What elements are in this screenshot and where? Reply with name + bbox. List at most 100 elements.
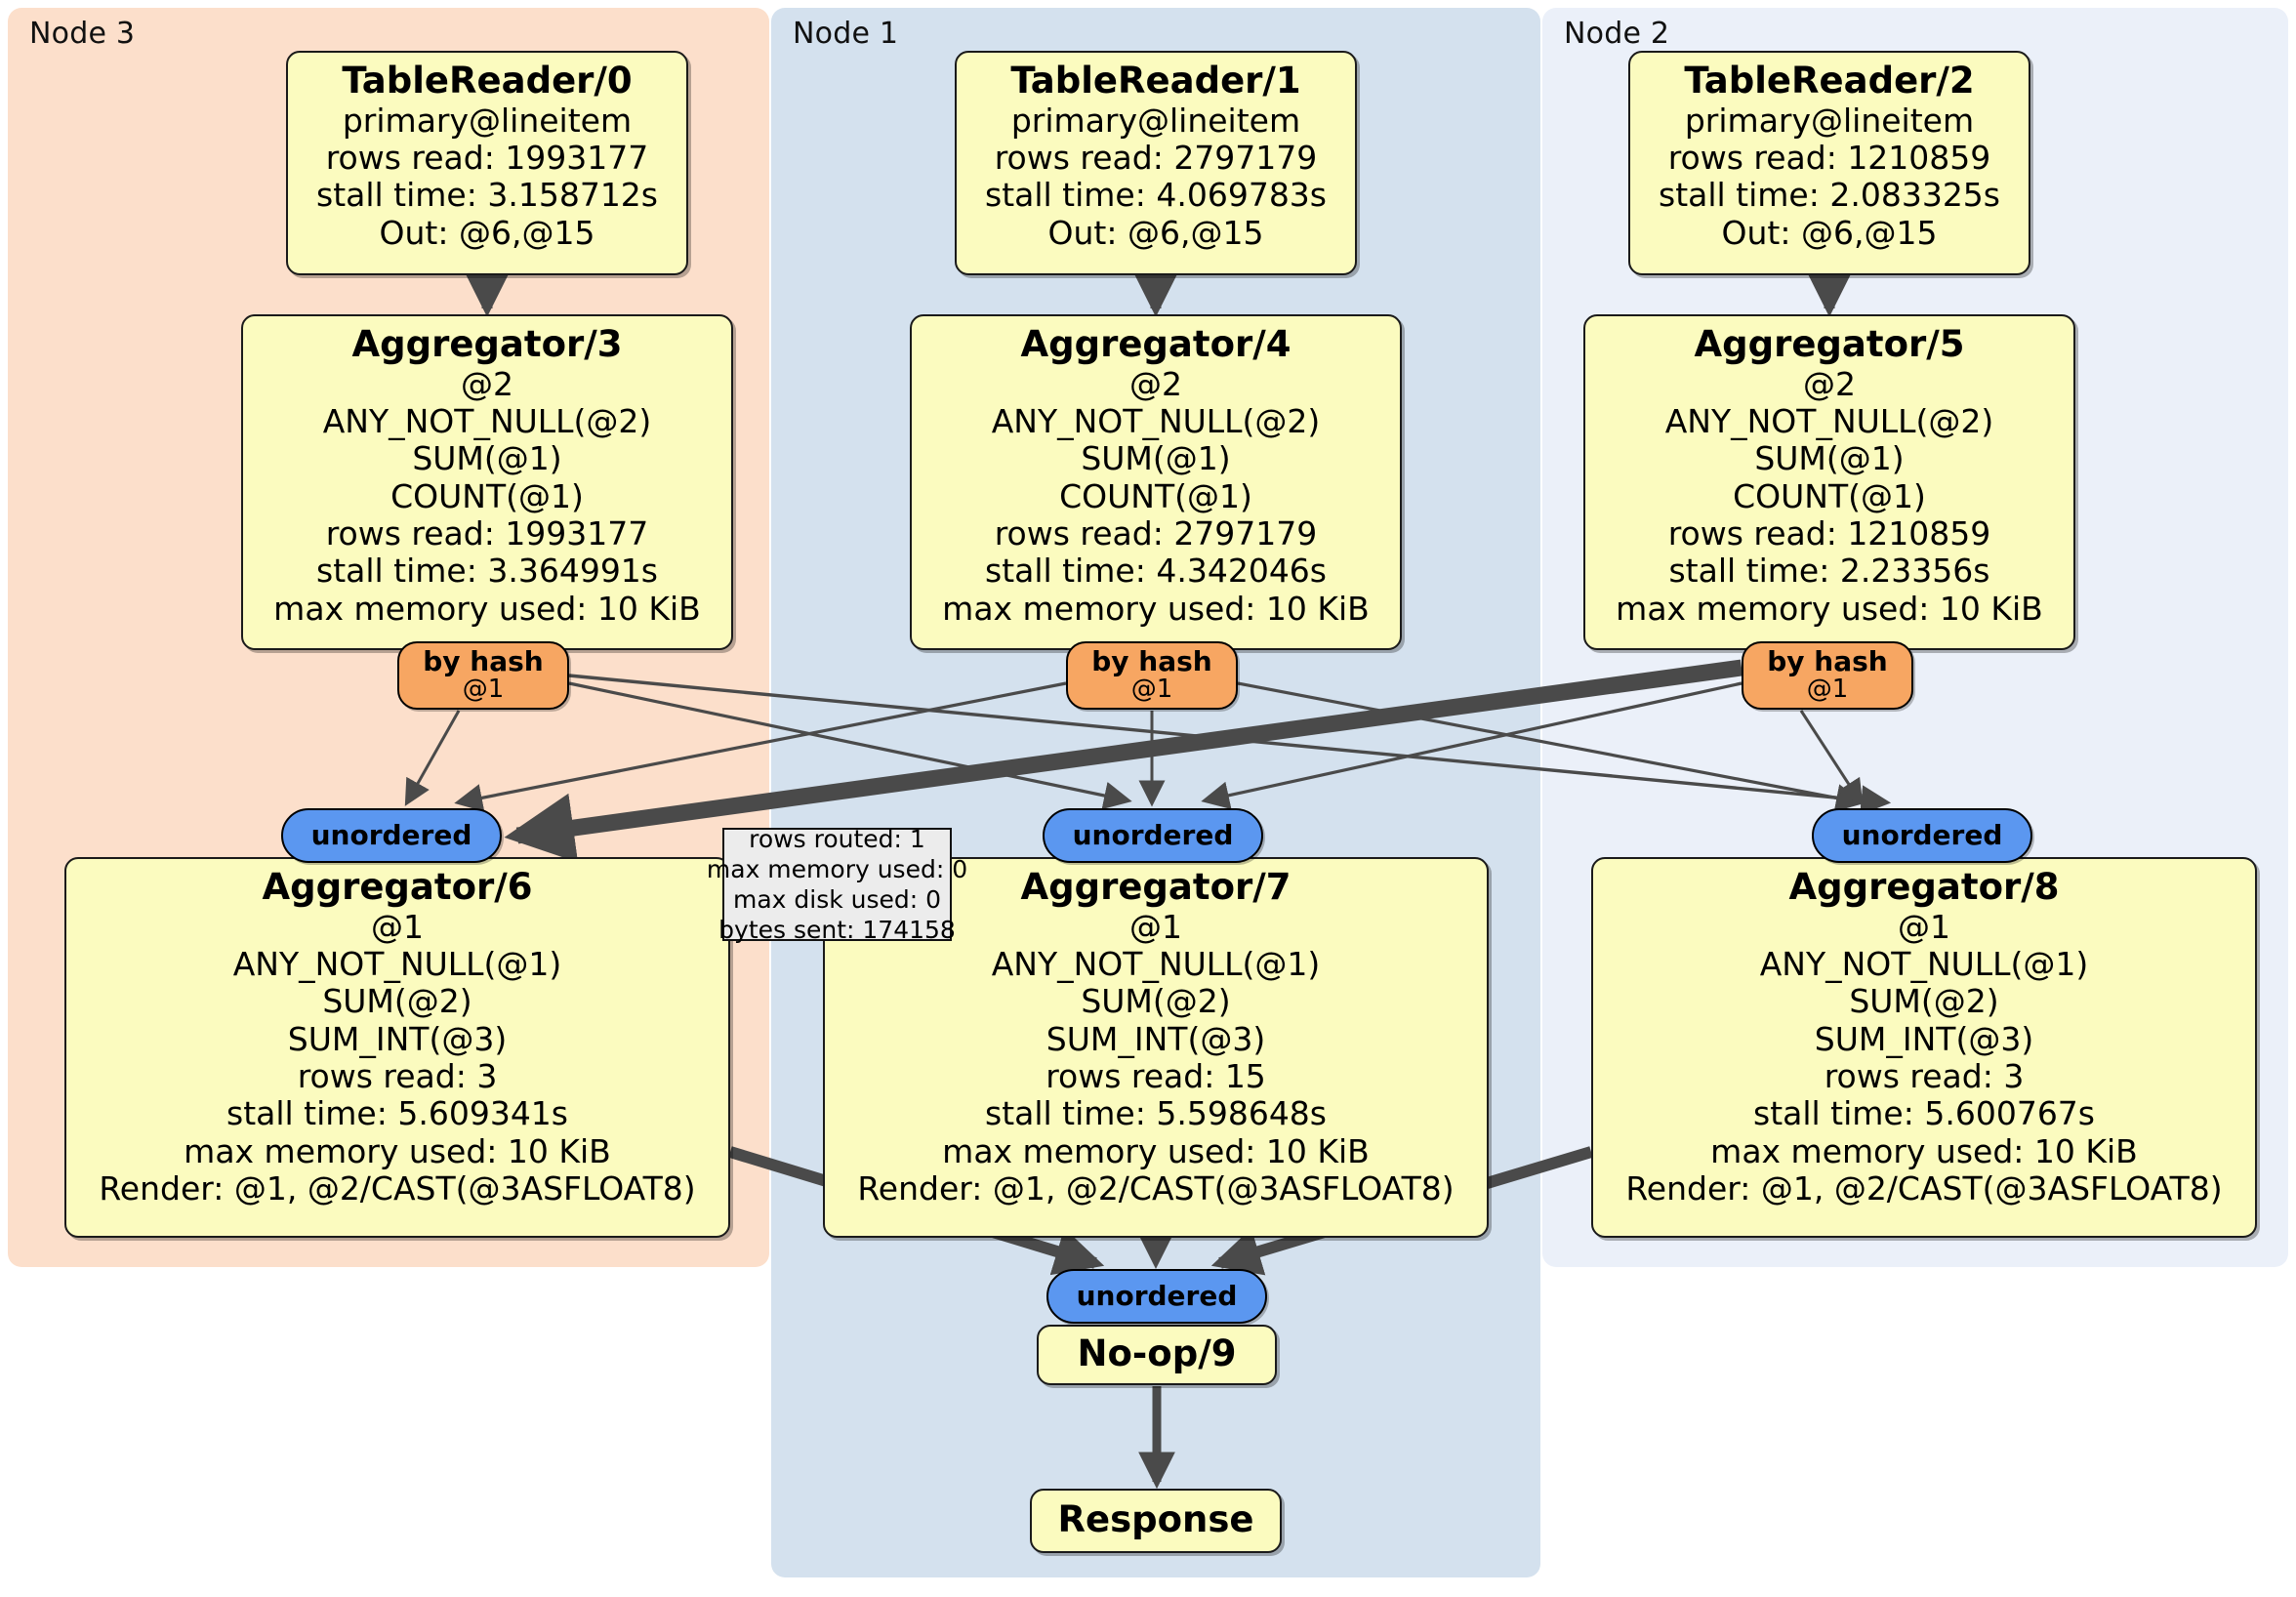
- operator-detail-line: Render: @1, @2/CAST(@3ASFLOAT8): [1625, 1168, 2223, 1208]
- operator-detail-line: max memory used: 10 KiB: [1710, 1131, 2138, 1170]
- operator-detail-line: primary@lineitem: [1684, 101, 1975, 140]
- operator-title: Aggregator/4: [1020, 323, 1292, 365]
- operator-detail-line: @1: [1898, 907, 1950, 946]
- operator-detail-line: rows read: 3: [297, 1056, 498, 1095]
- operator-detail-line: @1: [1129, 907, 1182, 946]
- operator-title: No-op/9: [1077, 1331, 1237, 1374]
- operator-detail-line: rows read: 1993177: [325, 139, 649, 178]
- operator-detail-line: SUM_INT(@3): [1046, 1019, 1266, 1058]
- router-label: unordered: [1072, 819, 1234, 852]
- operator-node-response[interactable]: Response: [1030, 1489, 1282, 1553]
- operator-title: TableReader/1: [1010, 60, 1301, 102]
- operator-detail-line: ANY_NOT_NULL(@1): [991, 945, 1321, 984]
- router-label: unordered: [1841, 819, 2003, 852]
- operator-detail-line: Render: @1, @2/CAST(@3ASFLOAT8): [857, 1168, 1455, 1208]
- operator-detail-line: COUNT(@1): [1059, 476, 1252, 515]
- operator-detail-line: rows read: 1210859: [1667, 139, 1991, 178]
- operator-detail-line: stall time: 2.083325s: [1659, 176, 2000, 215]
- router-unordered-8[interactable]: unordered: [1812, 808, 2032, 863]
- router-unordered-6[interactable]: unordered: [281, 808, 502, 863]
- operator-title: Aggregator/6: [262, 866, 533, 908]
- router-unordered-7[interactable]: unordered: [1043, 808, 1263, 863]
- operator-detail-line: SUM(@1): [1081, 439, 1231, 478]
- operator-detail-line: primary@lineitem: [1010, 101, 1301, 140]
- operator-detail-line: ANY_NOT_NULL(@1): [1759, 945, 2089, 984]
- operator-title: Aggregator/7: [1020, 866, 1292, 908]
- operator-detail-line: SUM(@1): [1754, 439, 1905, 478]
- operator-detail-line: max memory used: 10 KiB: [942, 589, 1370, 628]
- router-hash-3[interactable]: by hash@1: [397, 641, 569, 710]
- operator-detail-line: ANY_NOT_NULL(@2): [322, 402, 652, 441]
- operator-detail-line: @1: [371, 907, 424, 946]
- operator-detail-line: primary@lineitem: [342, 101, 633, 140]
- operator-title: TableReader/0: [342, 60, 633, 102]
- router-sublabel: @1: [1130, 675, 1173, 705]
- operator-detail-line: rows read: 15: [1046, 1056, 1266, 1095]
- router-label: by hash: [423, 645, 544, 677]
- router-label: unordered: [310, 819, 472, 852]
- operator-detail-line: stall time: 4.342046s: [985, 552, 1327, 591]
- operator-detail-line: SUM(@2): [1849, 982, 1999, 1021]
- operator-detail-line: stall time: 5.598648s: [985, 1094, 1327, 1133]
- operator-detail-line: rows read: 1993177: [325, 513, 649, 553]
- operator-detail-line: @2: [1129, 364, 1182, 403]
- operator-detail-line: ANY_NOT_NULL(@2): [1664, 402, 1994, 441]
- operator-detail-line: Out: @6,@15: [379, 213, 595, 252]
- stream-stat-line: bytes sent: 174158: [718, 916, 956, 945]
- operator-detail-line: Render: @1, @2/CAST(@3ASFLOAT8): [99, 1168, 696, 1208]
- operator-detail-line: rows read: 2797179: [994, 513, 1318, 553]
- operator-detail-line: SUM(@1): [412, 439, 562, 478]
- operator-detail-line: SUM_INT(@3): [1814, 1019, 2034, 1058]
- cluster-label-node3: Node 3: [29, 17, 136, 51]
- operator-title: Response: [1057, 1497, 1254, 1540]
- operator-detail-line: stall time: 3.158712s: [316, 176, 658, 215]
- operator-detail-line: ANY_NOT_NULL(@1): [232, 945, 562, 984]
- operator-detail-line: stall time: 3.364991s: [316, 552, 658, 591]
- operator-title: Aggregator/8: [1788, 866, 2060, 908]
- router-unordered-9[interactable]: unordered: [1046, 1269, 1267, 1324]
- operator-detail-line: SUM(@2): [322, 982, 472, 1021]
- operator-detail-line: stall time: 5.600767s: [1753, 1094, 2095, 1133]
- operator-detail-line: stall time: 5.609341s: [226, 1094, 568, 1133]
- operator-detail-line: max memory used: 10 KiB: [273, 589, 701, 628]
- stream-stat-line: rows routed: 1: [749, 824, 925, 853]
- router-label: unordered: [1076, 1280, 1238, 1313]
- cluster-label-node1: Node 1: [793, 17, 899, 51]
- operator-detail-line: @2: [1803, 364, 1856, 403]
- operator-detail-line: ANY_NOT_NULL(@2): [991, 402, 1321, 441]
- operator-detail-line: max memory used: 10 KiB: [1616, 589, 2043, 628]
- stream-stat-line: max disk used: 0: [732, 885, 942, 914]
- operator-detail-line: rows read: 2797179: [994, 139, 1318, 178]
- operator-detail-line: max memory used: 10 KiB: [184, 1131, 611, 1170]
- operator-detail-line: Out: @6,@15: [1721, 213, 1938, 252]
- router-hash-5[interactable]: by hash@1: [1742, 641, 1913, 710]
- router-hash-4[interactable]: by hash@1: [1066, 641, 1238, 710]
- operator-detail-line: rows read: 3: [1824, 1056, 2025, 1095]
- operator-title: Aggregator/3: [351, 323, 623, 365]
- operator-title: TableReader/2: [1684, 60, 1975, 102]
- operator-detail-line: SUM_INT(@3): [287, 1019, 508, 1058]
- operator-detail-line: @2: [461, 364, 513, 403]
- operator-detail-line: Out: @6,@15: [1047, 213, 1264, 252]
- operator-detail-line: COUNT(@1): [1733, 476, 1926, 515]
- operator-node-noop9[interactable]: No-op/9: [1037, 1325, 1277, 1385]
- operator-title: Aggregator/5: [1694, 323, 1965, 365]
- router-sublabel: @1: [462, 675, 505, 705]
- cluster-label-node2: Node 2: [1564, 17, 1670, 51]
- operator-detail-line: stall time: 4.069783s: [985, 176, 1327, 215]
- operator-detail-line: SUM(@2): [1081, 982, 1231, 1021]
- operator-detail-line: stall time: 2.23356s: [1668, 552, 1990, 591]
- router-sublabel: @1: [1806, 675, 1849, 705]
- operator-detail-line: max memory used: 10 KiB: [942, 1131, 1370, 1170]
